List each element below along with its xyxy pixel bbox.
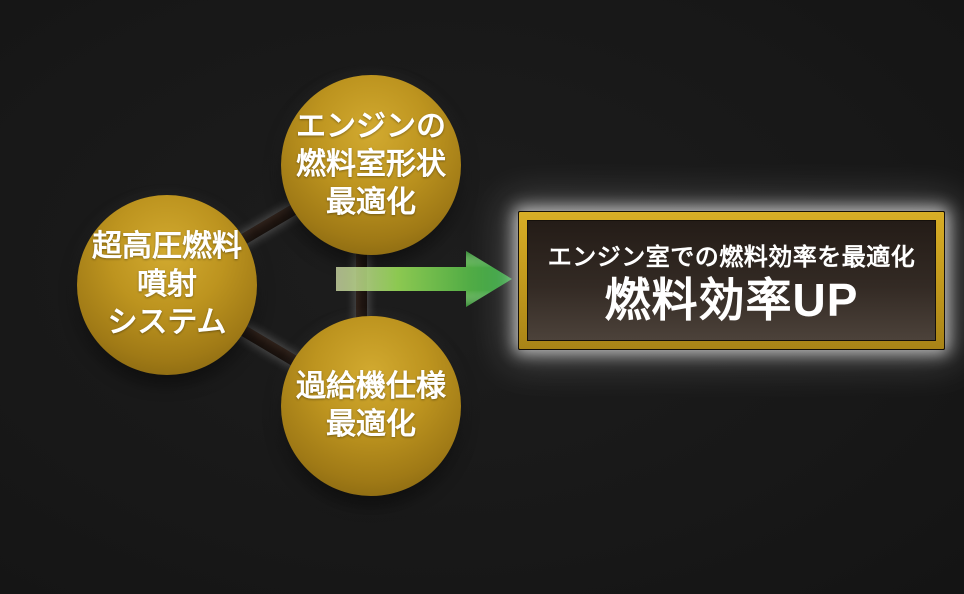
node-turbocharger-spec: 過給機仕様 最適化 xyxy=(281,316,461,496)
node-fuel-injection-system: 超高圧燃料 噴射 システム xyxy=(77,195,257,375)
result-box: エンジン室での燃料効率を最適化 燃料効率UP xyxy=(518,211,945,350)
result-box-inner: エンジン室での燃料効率を最適化 燃料効率UP xyxy=(527,220,936,341)
result-title: 燃料効率UP xyxy=(604,273,859,326)
node-label-line: エンジンの xyxy=(296,110,446,143)
node-label-line: 超高圧燃料 xyxy=(92,230,242,263)
result-subtitle: エンジン室での燃料効率を最適化 xyxy=(547,243,916,271)
node-label-line: 過給機仕様 xyxy=(296,370,446,403)
node-label-line: 最適化 xyxy=(326,186,416,219)
node-label-line: 噴射 xyxy=(137,268,197,301)
node-label-line: 燃料室形状 xyxy=(296,148,446,181)
node-label-line: システム xyxy=(107,306,227,339)
node-combustion-chamber-shape: エンジンの 燃料室形状 最適化 xyxy=(281,75,461,255)
node-label-line: 最適化 xyxy=(326,408,416,441)
right-arrow-icon xyxy=(336,251,512,307)
